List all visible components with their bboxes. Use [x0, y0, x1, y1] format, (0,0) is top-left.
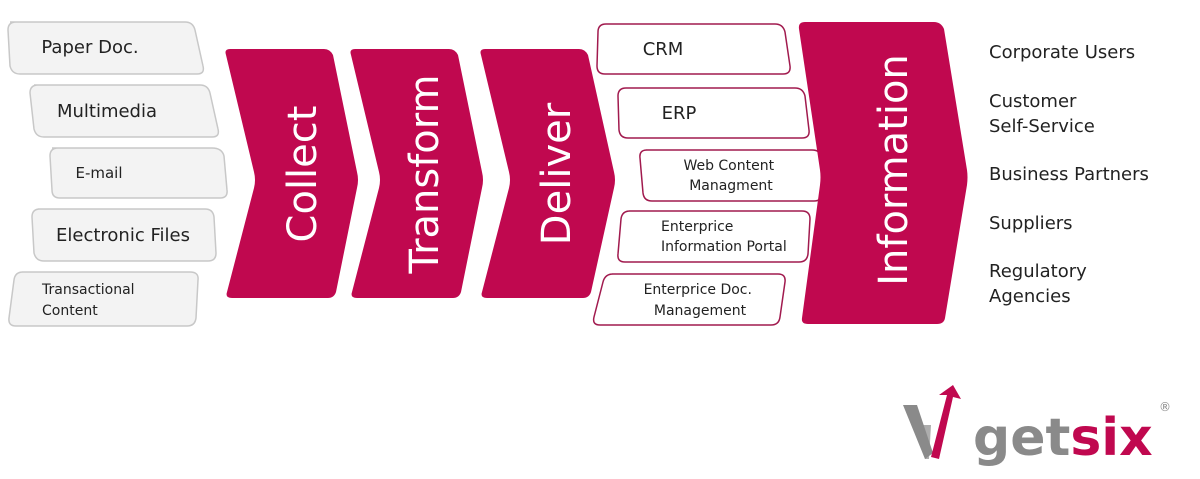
target-box-erp: ERP — [617, 87, 810, 139]
target-label: Web Content Managment — [683, 158, 778, 194]
target-box-web-content: Web Content Managment — [639, 149, 823, 202]
logo-wordmark: getsix — [973, 408, 1153, 468]
audience-item: Customer Self-Service — [989, 91, 1095, 137]
target-label: ERP — [662, 103, 697, 124]
source-box-paper-doc: Paper Doc. — [7, 21, 205, 75]
source-boxes: Paper Doc. Multimedia E-mail Electronic … — [7, 21, 228, 327]
source-box-email: E-mail — [49, 147, 228, 199]
audience-item: Suppliers — [989, 213, 1073, 234]
stage-label: Deliver — [534, 102, 580, 245]
source-label: Multimedia — [57, 101, 157, 122]
source-box-transactional-content: Transactional Content — [8, 271, 199, 327]
registered-mark: ® — [1159, 400, 1171, 414]
audience-item: Regulatory Agencies — [989, 261, 1087, 307]
target-label: Enterprice Information Portal — [661, 219, 787, 255]
audience-item: Business Partners — [989, 164, 1149, 185]
source-box-electronic-files: Electronic Files — [31, 208, 217, 262]
target-boxes: CRM ERP Web Content Managment Enterprice… — [592, 23, 823, 326]
logo-arrow-icon — [903, 385, 961, 459]
target-box-enterprise-doc-management: Enterprice Doc. Management — [592, 273, 786, 326]
information-chevron: Information — [798, 22, 968, 324]
target-label: Enterprice Doc. Management — [644, 282, 757, 319]
target-label: CRM — [643, 39, 684, 60]
source-box-multimedia: Multimedia — [29, 84, 220, 138]
getsix-logo: getsix ® — [903, 385, 1171, 468]
target-box-crm: CRM — [596, 23, 791, 75]
stage-chevron-deliver: Deliver — [480, 49, 615, 298]
source-label: Transactional Content — [41, 282, 139, 319]
stage-chevron-collect: Collect — [225, 49, 358, 298]
stage-chevrons: Collect Transform Deliver — [225, 49, 615, 298]
information-label: Information — [871, 54, 917, 286]
stage-chevron-transform: Transform — [350, 49, 483, 298]
audience-item: Corporate Users — [989, 42, 1136, 63]
source-label: Electronic Files — [56, 225, 190, 246]
stage-label: Collect — [280, 106, 326, 243]
stage-label: Transform — [402, 75, 448, 275]
source-label: Paper Doc. — [41, 37, 138, 58]
source-label: E-mail — [75, 164, 122, 182]
target-box-enterprise-portal: Enterprice Information Portal — [617, 210, 811, 263]
